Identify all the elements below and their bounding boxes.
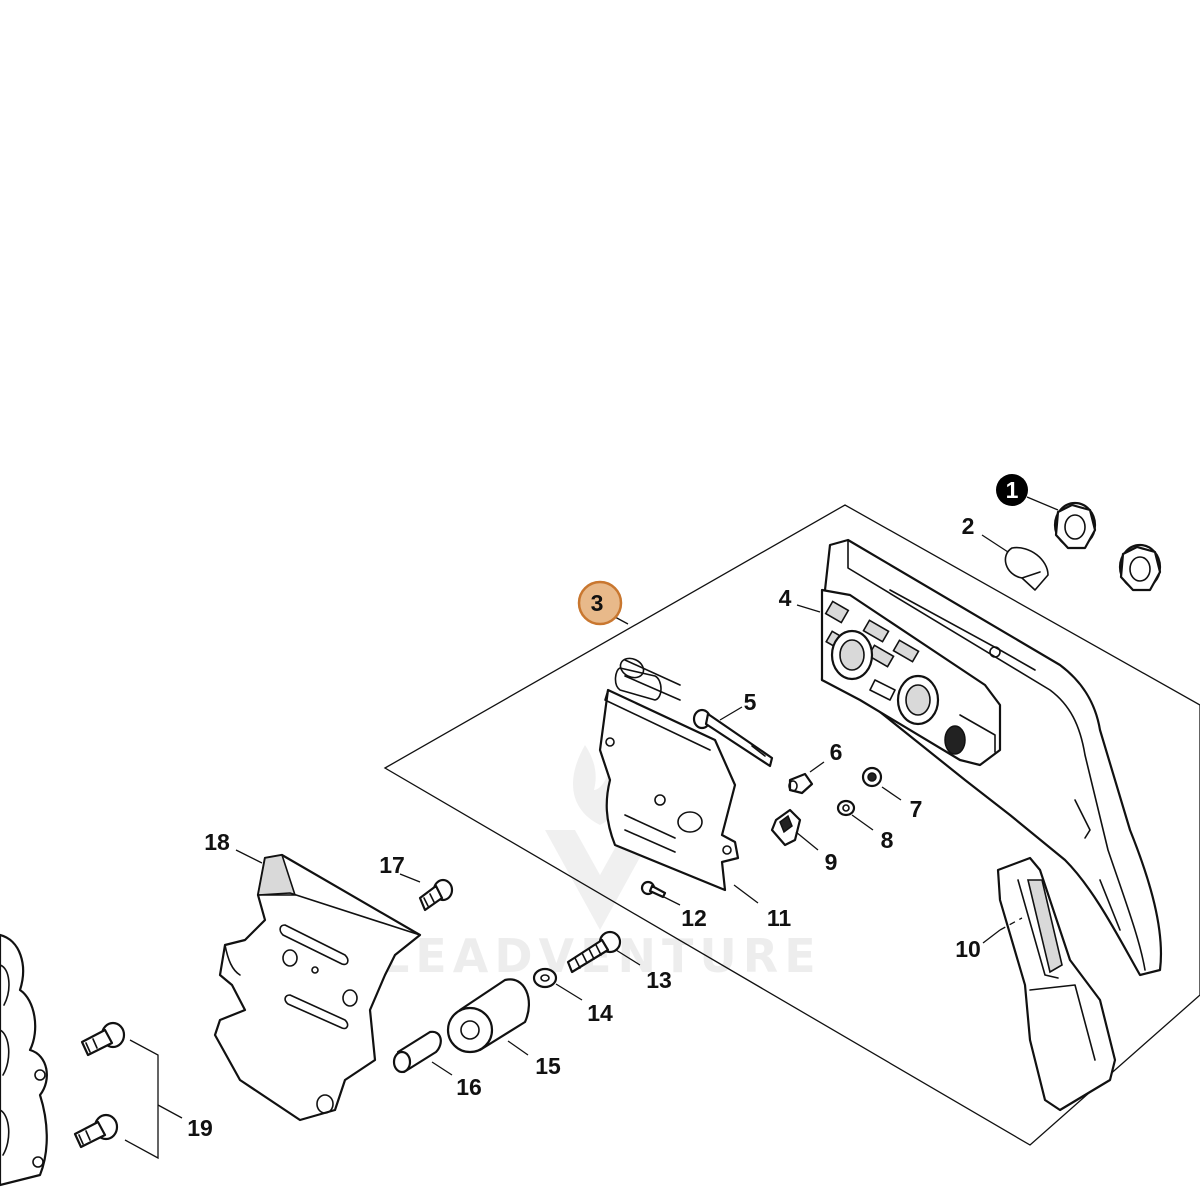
callout-7-label[interactable]: 7 — [910, 796, 923, 822]
part-12-screw — [640, 880, 667, 899]
part-11-guide-plate — [598, 657, 740, 892]
callout-13-label[interactable]: 13 — [646, 967, 672, 993]
part-14-washer — [532, 967, 558, 989]
callout-16-label[interactable]: 16 — [456, 1074, 482, 1100]
part-19-screws — [0, 933, 126, 1187]
callout-15-label[interactable]: 15 — [535, 1053, 561, 1079]
callout-1-marker — [996, 474, 1028, 506]
callout-3-highlight-marker — [577, 580, 623, 626]
part-16-pin — [392, 1030, 442, 1074]
part-6-nut — [788, 772, 814, 795]
callout-11-label[interactable]: 11 — [767, 905, 792, 931]
part-2-clip — [1004, 546, 1049, 591]
callout-8-label[interactable]: 8 — [881, 827, 894, 853]
part-10-slide — [996, 856, 1117, 1112]
callout-17-label[interactable]: 17 — [379, 852, 405, 878]
callout-14-label[interactable]: 14 — [587, 1000, 613, 1026]
callout-labels: 1 2 3 4 5 6 7 8 9 10 11 12 13 14 15 16 1… — [187, 474, 1028, 1141]
part-9-bracket — [770, 808, 802, 847]
part-18-guard-plate — [213, 853, 422, 1122]
callout-2-label[interactable]: 2 — [962, 513, 975, 539]
callout-12-label[interactable]: 12 — [681, 905, 707, 931]
callout-18-label[interactable]: 18 — [204, 829, 230, 855]
part-5-screw — [692, 708, 774, 768]
part-15-spacer — [446, 978, 530, 1054]
callout-19-label[interactable]: 19 — [187, 1115, 213, 1141]
callout-10-label[interactable]: 10 — [955, 936, 981, 962]
part-7-nut — [861, 766, 883, 788]
watermark-logo-icon — [545, 830, 655, 930]
callout-1[interactable]: 1 — [996, 474, 1028, 506]
callout-5-label[interactable]: 5 — [744, 689, 757, 715]
callout-1-label: 1 — [1006, 477, 1019, 503]
part-4-sprocket-cover — [820, 538, 1163, 977]
part-13-screw — [566, 930, 622, 974]
assembly-frame — [383, 504, 1200, 1146]
callout-3-label: 3 — [591, 590, 604, 616]
callout-4-label[interactable]: 4 — [779, 585, 792, 611]
callout-3[interactable]: 3 — [577, 580, 623, 626]
part-17-screw — [418, 878, 454, 912]
part-1-nut — [1053, 501, 1162, 592]
part-8-washer — [836, 799, 856, 817]
callout-6-label[interactable]: 6 — [830, 739, 843, 765]
callout-9-label[interactable]: 9 — [825, 849, 838, 875]
